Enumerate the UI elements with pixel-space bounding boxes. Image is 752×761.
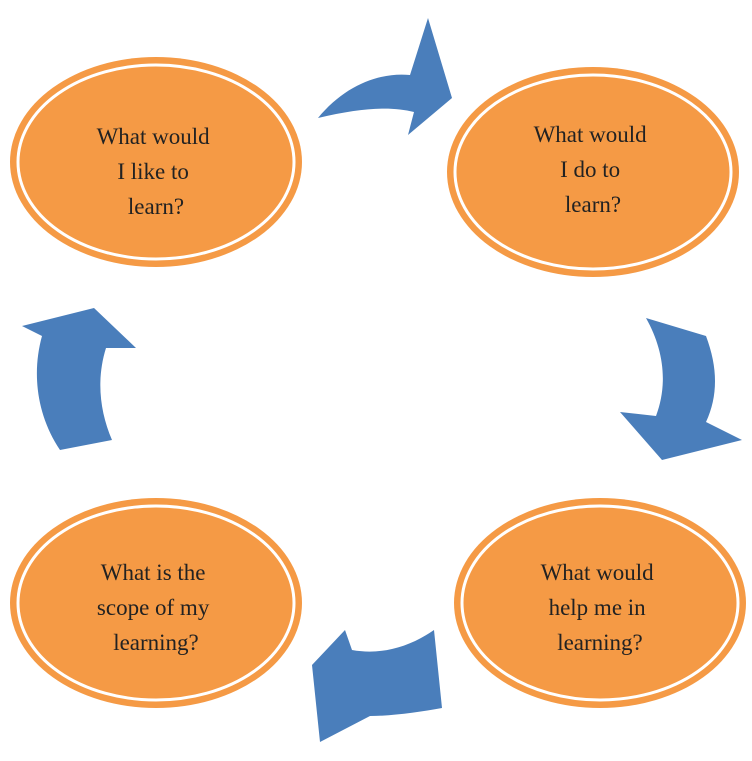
curved-arrow-down-icon xyxy=(620,318,742,460)
node-3-line-3: learning? xyxy=(557,630,643,655)
node-4-line-2: scope of my xyxy=(97,595,210,620)
node-4-line-1: What is the xyxy=(101,560,206,585)
svg-text:What is the scope of my: What is the scope of my learning? xyxy=(97,560,215,655)
curved-arrow-left-icon xyxy=(312,630,442,742)
curved-arrow-right-icon xyxy=(318,18,452,135)
node-2-line-3: learn? xyxy=(565,192,621,217)
node-1-line-2: I like to xyxy=(117,159,189,184)
cycle-node-1: What would I like to learn? xyxy=(10,57,302,267)
curved-arrow-up-icon xyxy=(22,308,136,450)
node-3-line-2: help me in xyxy=(549,595,647,620)
cycle-node-2: What would I do to learn? xyxy=(447,67,739,277)
node-3-line-1: What would xyxy=(541,560,655,585)
cycle-node-3: What would help me in learning? xyxy=(454,498,746,708)
node-1-line-1: What would xyxy=(97,124,211,149)
svg-text:What would I do to: What would I do to learn? xyxy=(534,122,653,217)
cycle-node-4: What is the scope of my learning? xyxy=(10,498,302,708)
node-2-line-1: What would xyxy=(534,122,648,147)
svg-text:What would I like to: What would I like to learn? xyxy=(97,124,216,219)
node-1-line-3: learn? xyxy=(128,194,184,219)
svg-text:What would help me in: What would help me in learning? xyxy=(541,560,660,655)
node-4-line-3: learning? xyxy=(113,630,199,655)
node-2-line-2: I do to xyxy=(560,157,620,182)
